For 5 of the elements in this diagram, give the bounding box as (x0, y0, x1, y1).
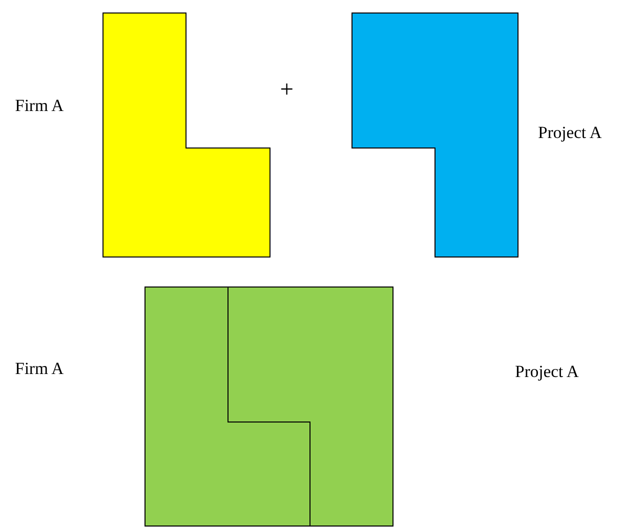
project-label: Project A (538, 124, 602, 141)
project-label: Project A (515, 363, 579, 380)
firm-label: Firm A (15, 360, 64, 377)
firm-label: Firm A (15, 97, 64, 114)
plus-sign: + (280, 78, 294, 102)
